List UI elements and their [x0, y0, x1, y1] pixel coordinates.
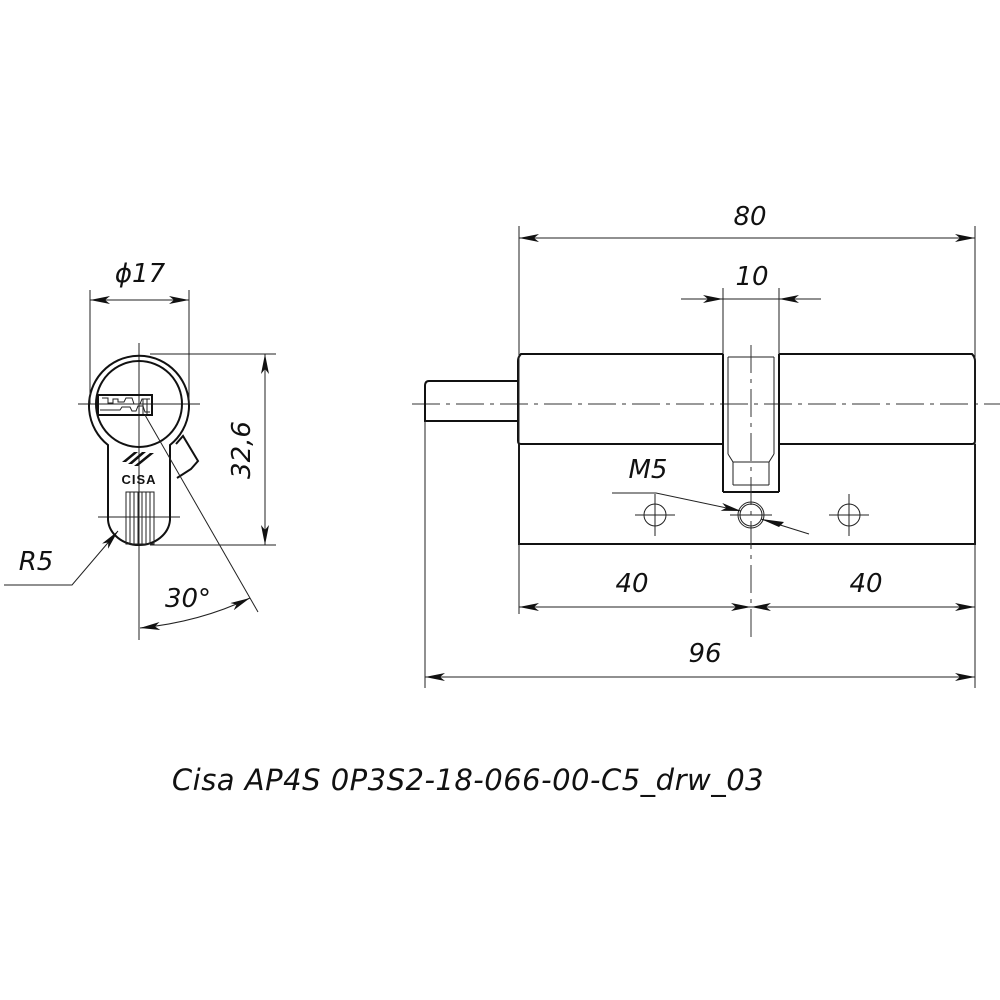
overall-length-label: 96: [688, 639, 721, 669]
left-half-label: 40: [615, 569, 648, 599]
brand-label: CISA: [121, 472, 156, 487]
thread-label: M5: [629, 455, 668, 485]
body-length-dimension: 80: [519, 202, 975, 242]
radius-label: R5: [19, 547, 54, 577]
cylinder-profile-outline: [88, 354, 190, 547]
logo-stripe-icon: [134, 453, 154, 466]
right-half-label: 40: [849, 569, 882, 599]
drawing-title: Cisa AP4S 0P3S2-18-066-00-C5_drw_03: [172, 763, 764, 797]
height-label: 32,6: [227, 421, 257, 479]
cam-width-label: 10: [735, 262, 768, 292]
mounting-holes: [635, 494, 869, 536]
body-length-label: 80: [733, 202, 766, 232]
cisa-logo: CISA: [121, 452, 156, 487]
cam-lug: [175, 434, 200, 479]
thread-callout: M5: [612, 455, 810, 535]
body-lower-profile: [518, 444, 976, 545]
diameter-dimension: ϕ17: [89, 259, 190, 404]
cam-slot: [722, 345, 780, 640]
half-length-dimensions: 40 40: [519, 569, 975, 611]
radius-callout: R5: [4, 530, 119, 586]
overall-length-dimension: 96: [425, 639, 975, 681]
logo-stripe-icon: [122, 452, 138, 462]
angle-dimension: 30°: [139, 414, 259, 630]
key-grip: [125, 491, 155, 545]
body-left-cylinder: [517, 353, 723, 445]
diameter-label: ϕ17: [115, 259, 166, 289]
body-right-cylinder: [779, 353, 976, 445]
logo-stripe-icon: [128, 452, 146, 464]
side-view: M5 80 10 40 40 96: [412, 202, 1000, 688]
cam-width-dimension: 10: [681, 262, 821, 303]
shaft: [424, 380, 519, 422]
front-view: CISA ϕ17 32,6 R5: [4, 259, 276, 640]
keyway: [97, 394, 153, 416]
plug-ring: [95, 360, 183, 448]
height-dimension: 32,6: [150, 353, 276, 546]
angle-label: 30°: [165, 584, 211, 614]
